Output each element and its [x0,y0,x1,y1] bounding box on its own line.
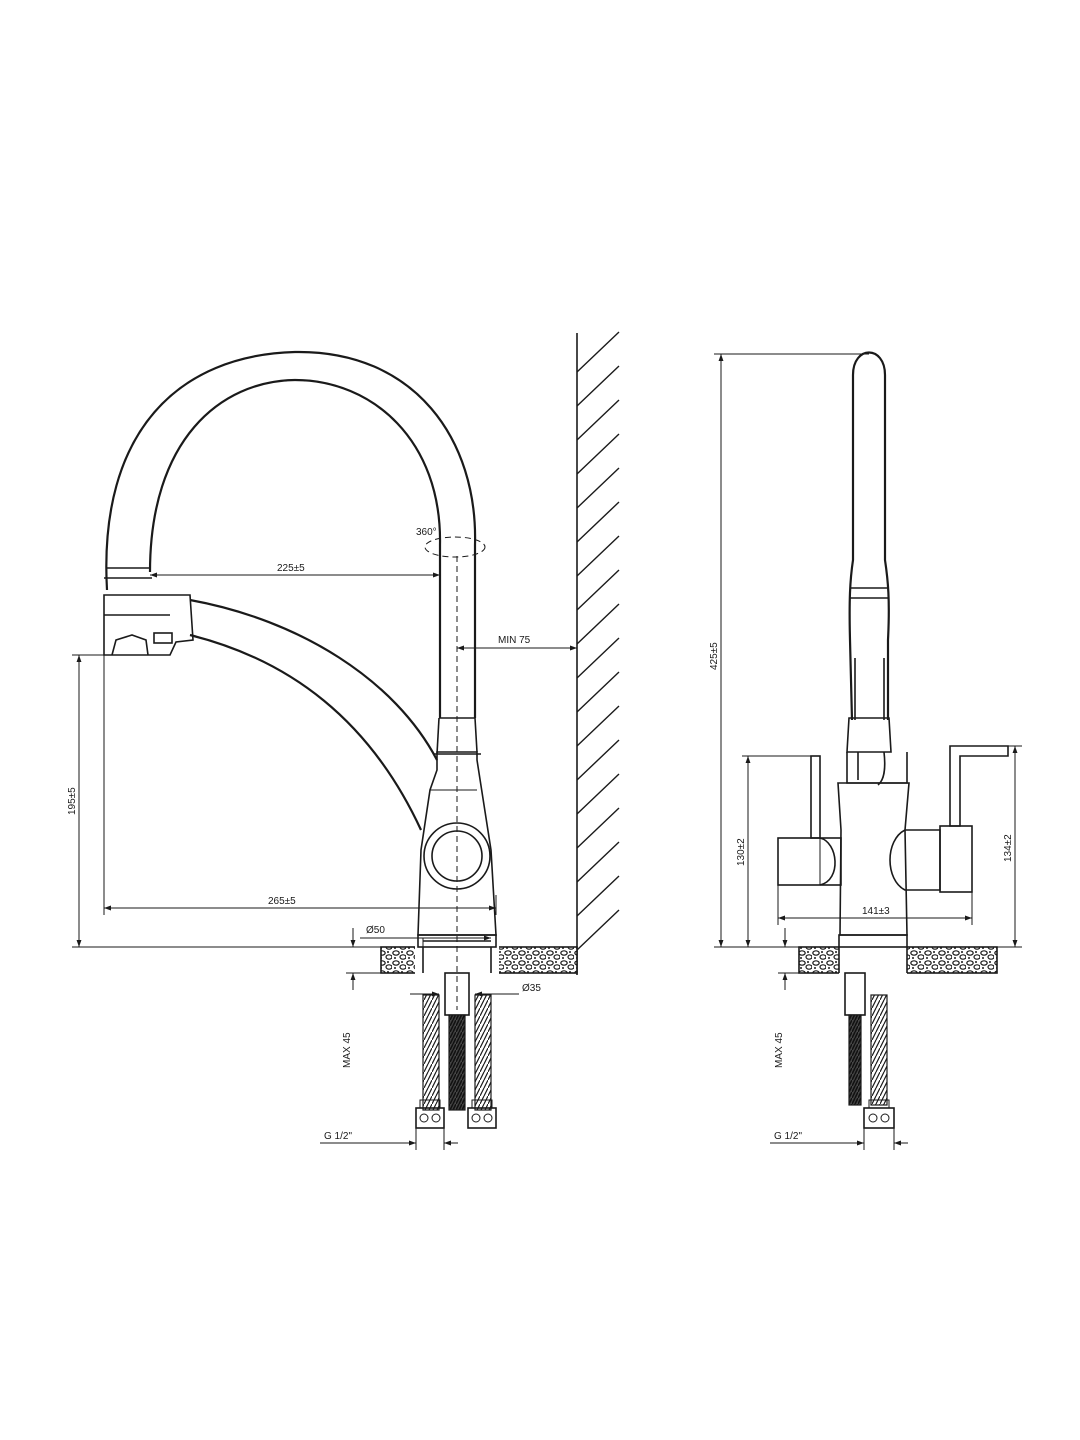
svg-text:G 1/2": G 1/2" [774,1131,802,1142]
dim-left-handle-height: 130±2 [736,755,811,947]
svg-text:Ø50: Ø50 [366,925,385,936]
svg-text:MAX 45: MAX 45 [774,1032,785,1068]
svg-text:195±5: 195±5 [67,787,78,815]
wall [576,331,620,975]
wall-hatch-line [576,603,620,645]
front-view: 425±5 130±2 134±2 141±3 MAX 45 [709,351,1022,1150]
faucet-body [417,717,497,948]
side-view: 360° 225±5 MIN 75 195±5 265±5 [67,331,620,1150]
svg-text:MAX 45: MAX 45 [342,1032,353,1068]
dim-thread-front: G 1/2" [770,1128,908,1150]
dim-reach-top: 225±5 [150,563,440,578]
wall-hatch-line [576,841,620,883]
wall-hatch-line [576,569,620,611]
wall-hatch-line [576,705,620,747]
svg-text:134±2: 134±2 [1003,834,1014,862]
dim-reach-bottom: 265±5 [103,655,497,915]
spout-head [103,594,194,656]
svg-text:265±5: 265±5 [268,896,296,907]
countertop [380,945,578,977]
wall-hatch-line [576,637,620,679]
wall-hatch-line [576,739,620,781]
wall-hatch-line [576,399,620,441]
svg-text:225±5: 225±5 [277,563,305,574]
wall-hatch-line [576,365,620,407]
wall-hatch-line [576,671,620,713]
svg-text:141±3: 141±3 [862,906,890,917]
dim-base-diameter: Ø50 [360,925,491,947]
supply-hoses [415,972,497,1129]
wall-hatch-line [576,535,620,577]
dim-max-thickness-side: MAX 45 [342,928,381,1068]
wall-hatch-line [576,875,620,917]
svg-text:Ø35: Ø35 [522,983,541,994]
dim-thread-side: G 1/2" [320,1128,458,1150]
svg-text:G 1/2": G 1/2" [324,1131,352,1142]
front-supply-hoses [844,972,895,1129]
wall-hatch-line [576,331,620,373]
wall-hatch-line [576,467,620,509]
dim-handle-span: 141±3 [777,885,973,925]
countertop-front [798,945,998,977]
wall-hatch-line [576,501,620,543]
dim-right-handle-height: 134±2 [997,745,1022,948]
front-spout [846,351,892,786]
dim-hole-diameter: Ø35 [410,983,541,997]
wall-hatch-line [576,807,620,849]
wall-hatch-line [576,773,620,815]
wall-hatch-line [576,433,620,475]
svg-text:MIN 75: MIN 75 [498,635,531,646]
dim-wall-clearance: MIN 75 [457,635,577,651]
rotation-label: 360° [416,527,437,538]
svg-text:130±2: 130±2 [736,838,747,866]
spout-arm [189,598,438,831]
gooseneck-spout [104,350,477,718]
front-body [777,745,1009,948]
wall-hatch-line [576,909,620,951]
dim-max-thickness-front: MAX 45 [774,928,799,1068]
dim-total-height: 425±5 [709,353,869,948]
dim-outlet-height: 195±5 [67,654,381,948]
rotation-indicator [424,536,486,558]
svg-text:425±5: 425±5 [709,642,720,670]
